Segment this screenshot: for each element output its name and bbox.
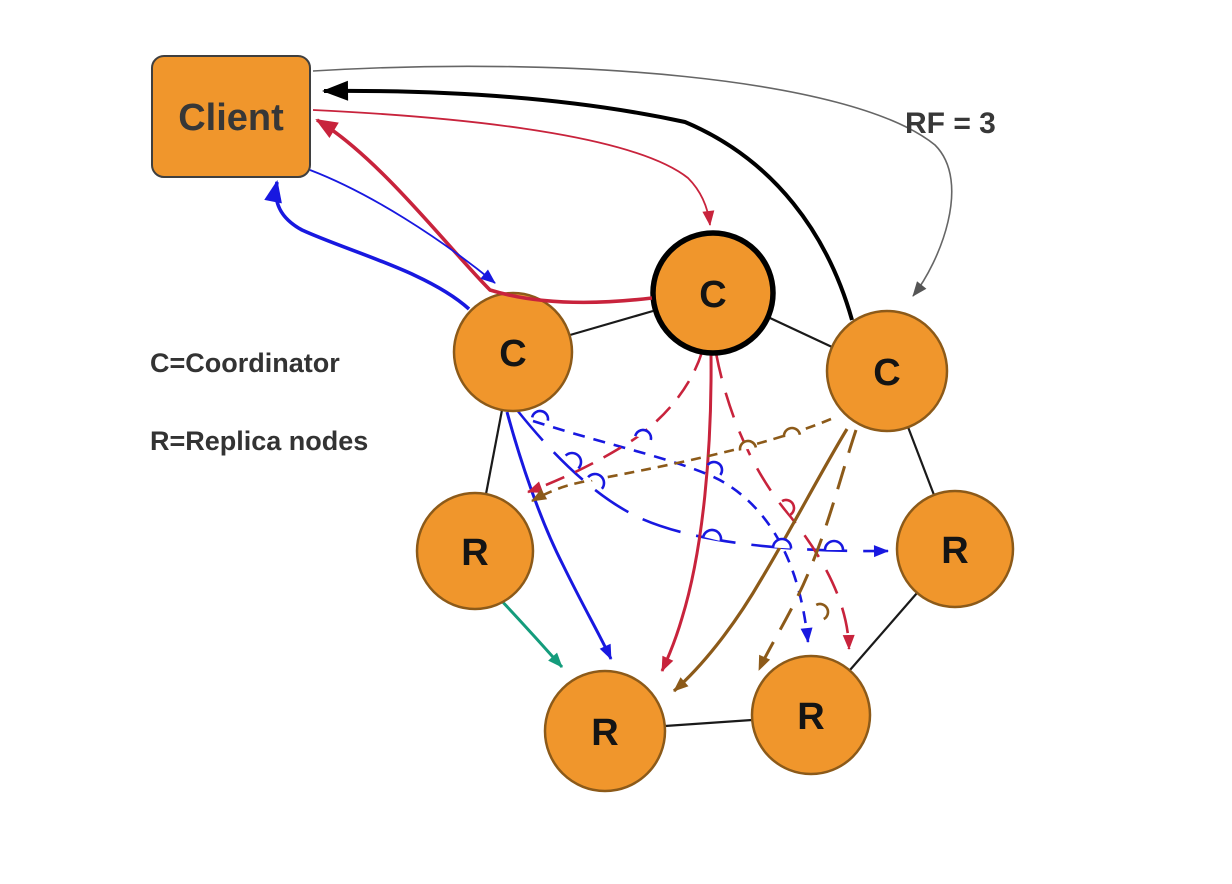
node-replica-left: R — [415, 491, 535, 611]
node-replica-bottom-left-label: R — [591, 712, 618, 754]
node-replica-left-label: R — [461, 532, 488, 574]
arrow-client-to-coordinator-right — [312, 65, 953, 297]
client-box — [151, 55, 311, 178]
line-jump — [815, 602, 830, 621]
arrow-coordinator-right-to-replica-bottom-left — [672, 428, 849, 693]
line-jump — [633, 428, 653, 441]
node-replica-bottom-right: R — [750, 654, 872, 776]
line-jump — [781, 498, 796, 517]
ring-edge-leftR-leftC — [484, 409, 504, 495]
legend-coordinator: C=Coordinator — [150, 348, 340, 378]
line-jumps — [530, 409, 845, 621]
arrow-coordinator-left-to-replica-right — [515, 409, 889, 558]
node-coordinator-top-label: C — [699, 274, 726, 316]
line-jump — [530, 409, 550, 421]
line-jump — [702, 528, 723, 542]
client-node: Client — [151, 55, 311, 178]
node-coordinator-top: C — [650, 230, 776, 356]
legend-replica: R=Replica nodes — [150, 426, 368, 456]
node-replica-right-circle — [895, 489, 1015, 609]
arrow-coordinator-left-to-replica-bottom-right — [532, 419, 813, 643]
arrow-client-to-coordinator-top — [312, 109, 715, 226]
arrow-coordinator-left-to-replica-bottom-left — [505, 411, 613, 660]
client-label: Client — [178, 97, 284, 139]
node-replica-left-circle — [415, 491, 535, 611]
node-coordinator-left-circle — [452, 291, 574, 413]
node-replica-bottom-left: R — [543, 669, 667, 793]
node-replica-bottom-right-circle — [750, 654, 872, 776]
node-replica-bottom-left-circle — [543, 669, 667, 793]
arrow-coordinator-top-to-replica-left — [527, 351, 704, 494]
node-coordinator-right-circle — [825, 309, 949, 433]
ring-edge-bottomRightR-bottomLeftR — [664, 718, 753, 728]
node-replica-right-label: R — [941, 530, 968, 572]
line-jump — [587, 472, 606, 490]
node-replica-right: R — [895, 489, 1015, 609]
rf-annotation: RF = 3 — [905, 107, 996, 140]
node-replica-bottom-right-label: R — [797, 696, 824, 738]
node-coordinator-left: C — [452, 291, 574, 413]
node-coordinator-top-circle — [650, 230, 776, 356]
node-coordinator-right-label: C — [873, 352, 900, 394]
ring-edge-topC-rightC — [769, 317, 833, 348]
arrow-coordinator-left-to-client — [264, 180, 471, 311]
line-jump — [738, 439, 758, 451]
ring-edge-rightC-rightR — [906, 426, 936, 496]
arrow-coordinator-top-to-client — [315, 118, 653, 305]
line-jump — [564, 451, 583, 470]
arrow-coordinator-right-to-replica-left — [531, 417, 832, 503]
arrow-replica-left-to-replica-bottom-left — [495, 594, 564, 669]
arrow-coordinator-top-to-replica-bottom-left — [660, 353, 713, 672]
arrow-coordinator-right-to-client — [322, 80, 854, 321]
arrow-coordinator-top-to-replica-bottom-right — [714, 352, 855, 650]
line-jump — [706, 460, 724, 476]
arrow-coordinator-right-to-replica-bottom-right — [757, 429, 858, 671]
ring-edge-leftC-topC — [569, 309, 654, 337]
arrow-client-to-coordinator-left — [309, 169, 496, 284]
line-jump — [823, 539, 845, 551]
ring-edge-rightR-bottomRightR — [849, 592, 918, 671]
line-jump — [782, 426, 802, 438]
node-coordinator-left-label: C — [499, 333, 526, 375]
node-coordinator-right: C — [825, 309, 949, 433]
line-jump — [771, 537, 793, 549]
ring-edges — [484, 309, 936, 728]
ring-nodes: C C C R R R R — [415, 230, 1015, 793]
